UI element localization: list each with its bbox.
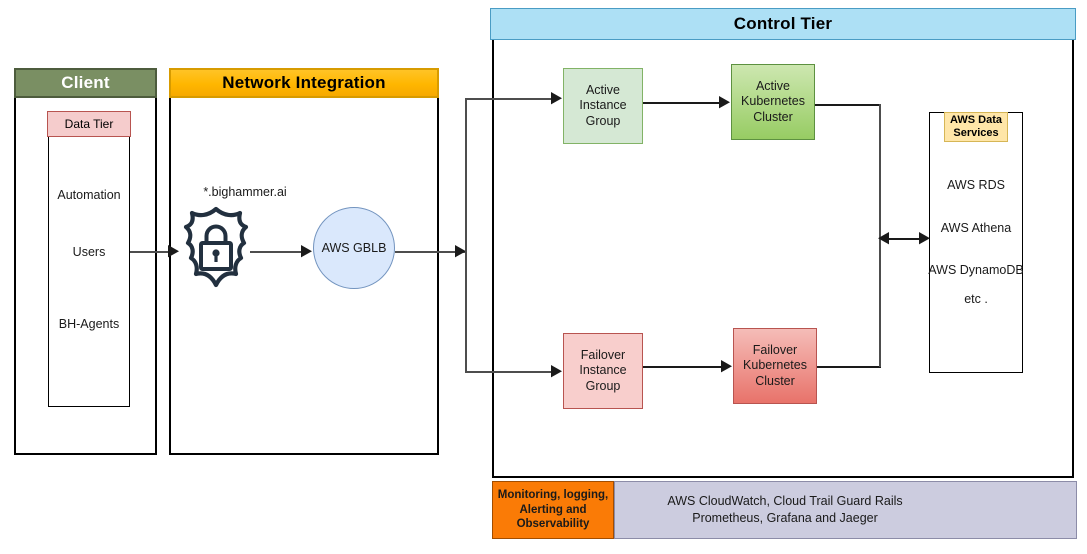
connector-active-ig-to-k8s (643, 102, 725, 104)
connector-bus-to-failover-ig (465, 371, 558, 373)
arrowhead-gblb (301, 245, 312, 258)
monitoring-tool-line: Prometheus, Grafana and Jaeger (692, 511, 878, 525)
arrowhead-control-tier-bus (455, 245, 466, 258)
connector-shield-to-gblb (250, 251, 307, 253)
network-integration-header: Network Integration (169, 68, 439, 98)
arrowhead-data-services-right (919, 232, 930, 245)
connector-failover-k8s-merge (817, 366, 881, 368)
client-inner-box (48, 133, 130, 407)
arrowhead-active-ig (551, 92, 562, 105)
node-line: Cluster (753, 109, 793, 124)
monitoring-label-line: Observability (516, 518, 590, 531)
node-line: Kubernetes (741, 94, 805, 109)
failover-instance-group-node: Failover Instance Group (563, 333, 643, 409)
aws-gblb-node: AWS GBLB (313, 207, 395, 289)
node-line: Failover (752, 343, 798, 358)
client-header: Client (14, 68, 157, 98)
monitoring-label-line: Alerting and (519, 503, 587, 516)
arrowhead-failover-ig (551, 365, 562, 378)
node-line: Group (585, 113, 621, 128)
aws-data-services-badge: AWS Data Services (944, 112, 1008, 142)
shield-lock-icon (177, 205, 255, 291)
connector-gblb-to-control-tier (395, 251, 465, 253)
aws-data-services-container (929, 112, 1023, 373)
node-line: Group (585, 378, 621, 393)
node-line: Failover (580, 348, 626, 363)
node-line: Kubernetes (743, 358, 807, 373)
node-line: Cluster (755, 373, 795, 388)
node-line: Instance (579, 363, 627, 378)
network-integration-container (169, 68, 439, 455)
control-tier-header: Control Tier (490, 8, 1076, 40)
arrowhead-shield (168, 245, 179, 258)
monitoring-label-line: Monitoring, logging, (497, 488, 609, 501)
client-entry-automation: Automation (57, 188, 121, 202)
monitoring-tools-box: AWS CloudWatch, Cloud Trail Guard Rails … (614, 481, 1077, 539)
monitoring-label-box: Monitoring, logging, Alerting and Observ… (492, 481, 614, 539)
aws-entry-rds: AWS RDS (947, 178, 1005, 192)
data-tier-badge: Data Tier (47, 111, 131, 137)
badge-line: Services (953, 127, 999, 139)
client-entry-bh-agents: BH-Agents (58, 317, 120, 331)
connector-split-bus (465, 98, 467, 373)
connector-data-services-link (884, 238, 926, 240)
active-kubernetes-cluster-node: Active Kubernetes Cluster (731, 64, 815, 140)
arrowhead-active-k8s (719, 96, 730, 109)
node-line: Active (755, 79, 791, 94)
active-instance-group-node: Active Instance Group (563, 68, 643, 144)
node-line: Active (585, 83, 621, 98)
monitoring-tool-line: AWS CloudWatch, Cloud Trail Guard Rails (667, 494, 903, 509)
connector-active-k8s-merge (815, 104, 881, 106)
connector-users-to-shield (130, 251, 175, 253)
connector-merge-bus (879, 104, 881, 367)
client-entry-users: Users (72, 245, 106, 259)
connector-bus-to-active-ig (465, 98, 558, 100)
arrowhead-data-services-left (878, 232, 889, 245)
badge-line: AWS Data (950, 114, 1002, 127)
domain-label: *.bighammer.ai (203, 185, 287, 199)
node-line: Instance (579, 98, 627, 113)
connector-failover-ig-to-k8s (643, 366, 727, 368)
aws-entry-dynamodb: AWS DynamoDB (928, 263, 1024, 277)
arrowhead-failover-k8s (721, 360, 732, 373)
failover-kubernetes-cluster-node: Failover Kubernetes Cluster (733, 328, 817, 404)
aws-entry-etc: etc . (964, 292, 988, 306)
aws-entry-athena: AWS Athena (940, 221, 1012, 235)
